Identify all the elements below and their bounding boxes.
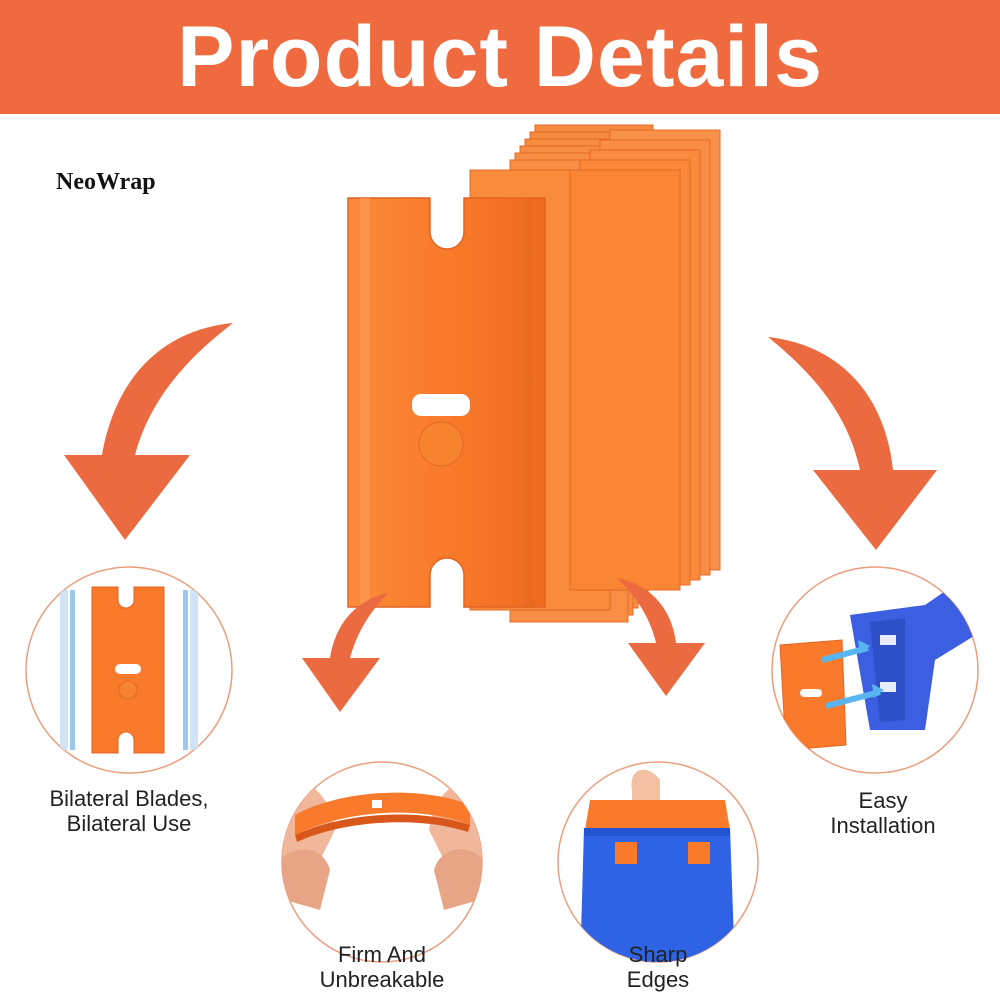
caption-line: Edges xyxy=(626,967,690,992)
feature-caption-install: Easy Installation xyxy=(778,788,988,838)
feature-circle-install xyxy=(771,566,979,774)
feature-circle-bilateral xyxy=(25,566,233,774)
arrow-left xyxy=(64,323,233,540)
arrow-right xyxy=(768,337,937,550)
feature-caption-firm: Firm And Unbreakable xyxy=(282,942,482,992)
arrow-center-left xyxy=(302,593,388,712)
caption-line: Easy xyxy=(858,788,908,813)
feature-caption-bilateral: Bilateral Blades, Bilateral Use xyxy=(14,786,244,836)
feature-circle-firm xyxy=(281,761,483,963)
brand-name: NeoWrap xyxy=(56,169,156,195)
caption-line: Firm And xyxy=(337,942,427,967)
caption-line: Bilateral Use xyxy=(66,811,192,836)
front-blade xyxy=(347,197,546,608)
feature-circle-sharp xyxy=(557,761,759,963)
caption-line: Bilateral Blades, xyxy=(49,786,209,811)
caption-line: Installation xyxy=(830,813,936,838)
header-banner xyxy=(0,0,1000,114)
arrow-center-right xyxy=(617,578,705,696)
page-title: Product Details xyxy=(177,8,823,105)
caption-line: Unbreakable xyxy=(319,967,445,992)
caption-line: Sharp xyxy=(628,942,688,967)
feature-caption-sharp: Sharp Edges xyxy=(558,942,758,992)
